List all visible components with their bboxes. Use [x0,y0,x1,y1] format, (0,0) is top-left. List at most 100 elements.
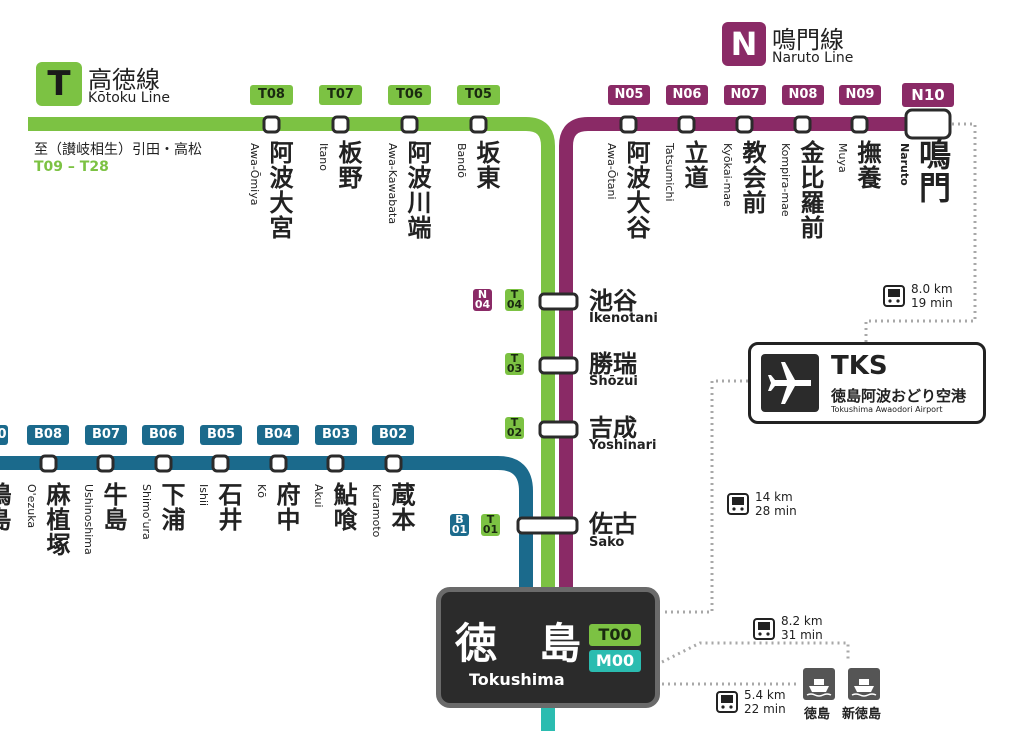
station-code-t00: T00 [589,624,641,646]
station-roman-ishii: Ishii [197,484,210,507]
naruto-line-track [559,117,925,600]
station-name-naruto[interactable]: 鳴門 [914,138,952,204]
station-name-tatsumichi[interactable]: 立道 [680,140,708,190]
station-code-n05: N05 [608,85,650,105]
bus-icon [716,691,738,717]
kotoku-station-markers [262,115,488,134]
station-name-muya[interactable]: 撫養 [853,140,881,190]
b-line-track [0,456,533,600]
port-name-shin-tokushima[interactable]: 新徳島 [842,707,882,722]
station-code-partial: 0 [0,425,8,445]
station-roman-sako: Sako [589,535,625,550]
bus-icon [727,493,749,519]
bus-route-lines [661,122,977,686]
station-name-sako[interactable]: 佐古 [589,510,637,538]
kotoku-line-track [28,117,555,600]
station-roman-awa-otani: Awa-Ōtani [605,143,618,200]
port-name-tokushima[interactable]: 徳島 [804,707,831,722]
station-code-b02: B02 [372,425,414,445]
station-code-n06: N06 [666,85,708,105]
ferry-icon [848,668,880,704]
station-name-kompira-mae[interactable]: 金比羅前 [796,140,824,240]
station-name-itano[interactable]: 板野 [334,140,362,190]
station-name-ishii[interactable]: 石井 [214,482,242,532]
kotoku-line-roman: Kōtoku Line [88,90,170,106]
trunk-station-markers [516,292,579,535]
station-name-bando[interactable]: 坂東 [472,140,500,190]
station-code-n10: N10 [902,83,954,107]
airport-roman: Tokushima Awaodori Airport [831,405,943,414]
tokushima-station-roman: Tokushima [469,670,565,689]
station-roman-tatsumichi: Tatsumichi [663,143,676,202]
station-roman-yoshinari: Yoshinari [589,438,657,453]
station-roman-shozui: Shōzui [589,374,638,389]
airport-box[interactable]: TKS 徳島阿波おどり空港 Tokushima Awaodori Airport [748,342,986,424]
naruto-line-badge: N [722,22,766,66]
station-name-ko[interactable]: 府中 [272,482,300,532]
naruto-station-markers [619,108,952,140]
station-name-yoshinari[interactable]: 吉成 [589,414,637,442]
station-name-ushinoshima[interactable]: 牛島 [99,482,127,532]
station-code-n07: N07 [724,85,766,105]
station-roman-naruto: Naruto [898,143,911,186]
station-roman-awa-omiya: Awa-Ōmiya [248,143,261,206]
tokushima-station-name: 徳 島 [455,619,582,668]
ferry-icon [803,668,835,704]
station-code-b06: B06 [142,425,184,445]
station-roman-bando: Bandō [455,143,468,178]
station-name-awa-omiya[interactable]: 阿波大宮 [265,140,293,240]
station-roman-kompira-mae: Kompira-mae [779,143,792,217]
station-name-shimoura[interactable]: 下浦 [157,482,185,532]
station-roman-shimoura: Shimo'ura [140,484,153,540]
station-code-m00: M00 [589,650,641,672]
station-roman-muya: Muya [836,143,849,173]
station-code-t05: T05 [457,85,500,105]
kotoku-destination: 至（讃岐相生）引田・高松 [34,142,202,158]
station-name-oezuka[interactable]: 麻植塚 [42,482,70,557]
station-roman-ushinoshima: Ushinoshima [82,484,95,555]
naruto-line-name: 鳴門線 [772,26,844,54]
tokushima-station-box[interactable]: 徳 島 Tokushima T00 M00 [436,587,660,708]
station-name-awa-otani[interactable]: 阿波大谷 [622,140,650,240]
station-roman-ikenotani: Ikenotani [589,311,658,326]
station-roman-ko: Kō [255,484,268,498]
station-roman-awa-kawabata: Awa-Kawabata [386,143,399,225]
station-name-kyokai-mae[interactable]: 教会前 [738,140,766,215]
bus-icon [753,618,775,644]
station-name-kuramoto[interactable]: 蔵本 [387,482,415,532]
station-code-b03: B03 [315,425,357,445]
station-name-partial[interactable]: 鳴島 [0,482,11,532]
station-code-n09: N09 [839,85,881,105]
station-name-shozui[interactable]: 勝瑞 [589,350,637,378]
airplane-icon [761,354,819,412]
station-roman-akui: Akui [312,484,325,508]
station-code-b07: B07 [85,425,127,445]
kotoku-range: T09 – T28 [34,159,109,175]
kotoku-line-name: 高徳線 [88,66,160,94]
station-name-ikenotani[interactable]: 池谷 [589,287,637,315]
station-roman-kuramoto: Kuramoto [370,484,383,538]
station-code-b04: B04 [257,425,299,445]
station-roman-kyokai-mae: Kyōkai-mae [721,143,734,207]
station-name-awa-kawabata[interactable]: 阿波川端 [403,140,431,240]
bus-icon [883,285,905,311]
station-code-b05: B05 [200,425,242,445]
station-code-t08: T08 [250,85,293,105]
station-code-t07: T07 [319,85,362,105]
station-roman-itano: Itano [317,143,330,171]
airport-code: TKS [831,351,888,381]
station-code-t06: T06 [388,85,431,105]
station-code-b08: B08 [27,425,69,445]
station-name-akui[interactable]: 鮎喰 [329,482,357,532]
